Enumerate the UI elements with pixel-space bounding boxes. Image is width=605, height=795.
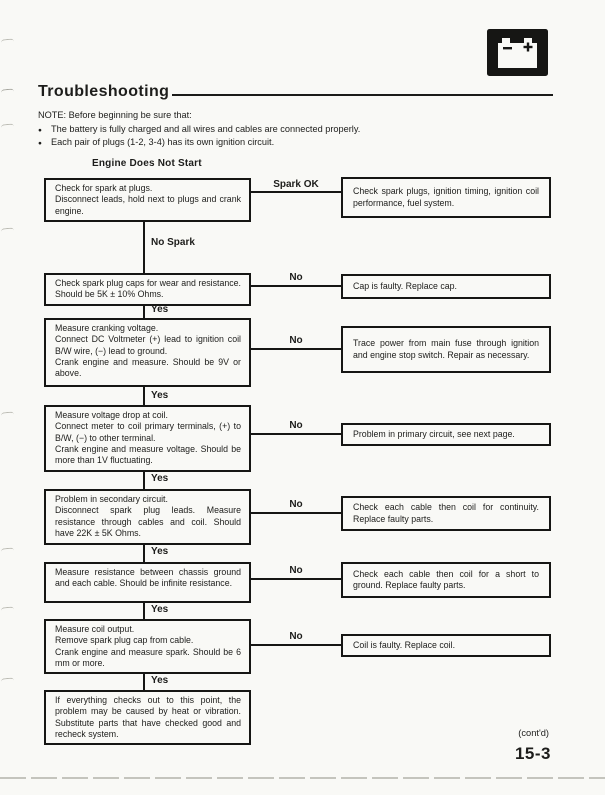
branch-label: Spark OK [273, 179, 319, 190]
connector-horizontal [251, 285, 341, 287]
note-block: NOTE: Before beginning be sure that: The… [38, 109, 538, 150]
margin-mark [0, 227, 15, 235]
flow-result-box: Trace power from main fuse through ignit… [341, 326, 551, 373]
flow-step-box: Measure resistance between chassis groun… [44, 562, 251, 603]
flow-step-text: Measure resistance between chassis groun… [55, 567, 241, 589]
contd-label: (cont'd) [518, 728, 549, 738]
connector-vertical [143, 545, 145, 562]
flow-result-text: Problem in primary circuit, see next pag… [353, 428, 515, 439]
down-label: Yes [151, 304, 169, 315]
branch-label: No [289, 420, 303, 431]
branch-label: No [289, 499, 303, 510]
flow-step-box: Check for spark at plugs. Disconnect lea… [44, 178, 251, 222]
margin-mark [0, 606, 15, 614]
connector-horizontal [251, 433, 341, 435]
connector-horizontal [251, 578, 341, 580]
down-label: Yes [151, 675, 169, 686]
flow-step-box: Problem in secondary circuit. Disconnect… [44, 489, 251, 545]
margin-mark [0, 38, 15, 46]
flow-step-text: Remove spark plug cap from cable. [55, 635, 194, 646]
flow-step-text: Measure coil output. [55, 624, 135, 634]
branch-label: No [289, 335, 303, 346]
flow-step-text: Disconnect spark plug leads. Measure res… [55, 505, 241, 538]
margin-mark [0, 88, 15, 96]
connector-vertical [143, 674, 145, 690]
note-intro: NOTE: Before beginning be sure that: [38, 110, 192, 120]
connector-horizontal [251, 348, 341, 350]
flow-result-text: Trace power from main fuse through ignit… [353, 338, 539, 360]
flow-step-text: Measure voltage drop at coil. [55, 410, 168, 420]
connector-vertical [143, 387, 145, 405]
flow-step-box: Measure coil output. Remove spark plug c… [44, 619, 251, 675]
margin-mark [0, 547, 15, 555]
flow-result-text: Cap is faulty. Replace cap. [353, 280, 457, 291]
down-label: No Spark [151, 237, 195, 248]
margin-mark [0, 677, 15, 685]
battery-icon [487, 29, 548, 76]
down-label: Yes [151, 546, 169, 557]
flow-result-box: Cap is faulty. Replace cap. [341, 274, 551, 299]
flow-step-text: Measure cranking voltage. [55, 323, 159, 333]
page-title: Troubleshooting [38, 83, 170, 100]
flow-step-box: Measure voltage drop at coil. Connect me… [44, 405, 251, 472]
flow-step-text: Connect meter to coil primary terminals,… [55, 421, 241, 443]
branch-label: No [289, 272, 303, 283]
page-number: 15-3 [514, 744, 551, 763]
margin-mark [0, 411, 15, 419]
flow-step-box: Measure cranking voltage. Connect DC Vol… [44, 318, 251, 387]
down-label: Yes [151, 473, 169, 484]
flow-step-text: Disconnect leads, hold next to plugs and… [55, 194, 241, 216]
flow-result-text: Check each cable then coil for continuit… [353, 502, 539, 524]
margin-mark [0, 123, 15, 131]
flow-step-text: Check for spark at plugs. [55, 183, 153, 193]
down-label: Yes [151, 390, 169, 401]
connector-vertical [143, 472, 145, 489]
flow-result-box: Coil is faulty. Replace coil. [341, 634, 551, 657]
note-item: The battery is fully charged and all wir… [38, 123, 538, 137]
flow-step-text: Crank engine and measure voltage. Should… [55, 443, 241, 466]
flow-step-text: Check spark plug caps for wear and resis… [55, 278, 241, 300]
flow-step-text: Problem in secondary circuit. [55, 494, 168, 504]
down-label: Yes [151, 604, 169, 615]
flow-step-text: If everything checks out to this point, … [55, 695, 241, 739]
flow-step-text: Crank engine and measure. Should be 9V o… [55, 356, 241, 379]
connector-horizontal [251, 644, 341, 646]
flow-result-box: Problem in primary circuit, see next pag… [341, 423, 551, 446]
flow-result-box: Check spark plugs, ignition timing, igni… [341, 177, 551, 218]
note-list: The battery is fully charged and all wir… [38, 123, 538, 150]
flow-result-text: Check spark plugs, ignition timing, igni… [353, 186, 539, 208]
perforation-line [0, 777, 605, 779]
connector-vertical [143, 220, 145, 273]
flow-result-box: Check each cable then coil for continuit… [341, 496, 551, 531]
flow-step-box: If everything checks out to this point, … [44, 690, 251, 746]
connector-horizontal [251, 191, 341, 193]
flow-result-box: Check each cable then coil for a short t… [341, 562, 551, 598]
flow-step-text: Connect DC Voltmeter (+) lead to ignitio… [55, 334, 241, 356]
flow-step-text: Crank engine and measure spark. Should b… [55, 646, 241, 668]
title-rule [172, 94, 553, 96]
connector-horizontal [251, 512, 341, 514]
connector-vertical [143, 603, 145, 619]
branch-label: No [289, 631, 303, 642]
flow-result-text: Coil is faulty. Replace coil. [353, 639, 456, 650]
flowchart-title: Engine Does Not Start [92, 158, 202, 169]
branch-label: No [289, 565, 303, 576]
connector-vertical [143, 302, 145, 318]
note-item: Each pair of plugs (1-2, 3-4) has its ow… [38, 136, 538, 150]
flow-result-text: Check each cable then coil for a short t… [353, 568, 539, 590]
flow-step-box: Check spark plug caps for wear and resis… [44, 273, 251, 306]
